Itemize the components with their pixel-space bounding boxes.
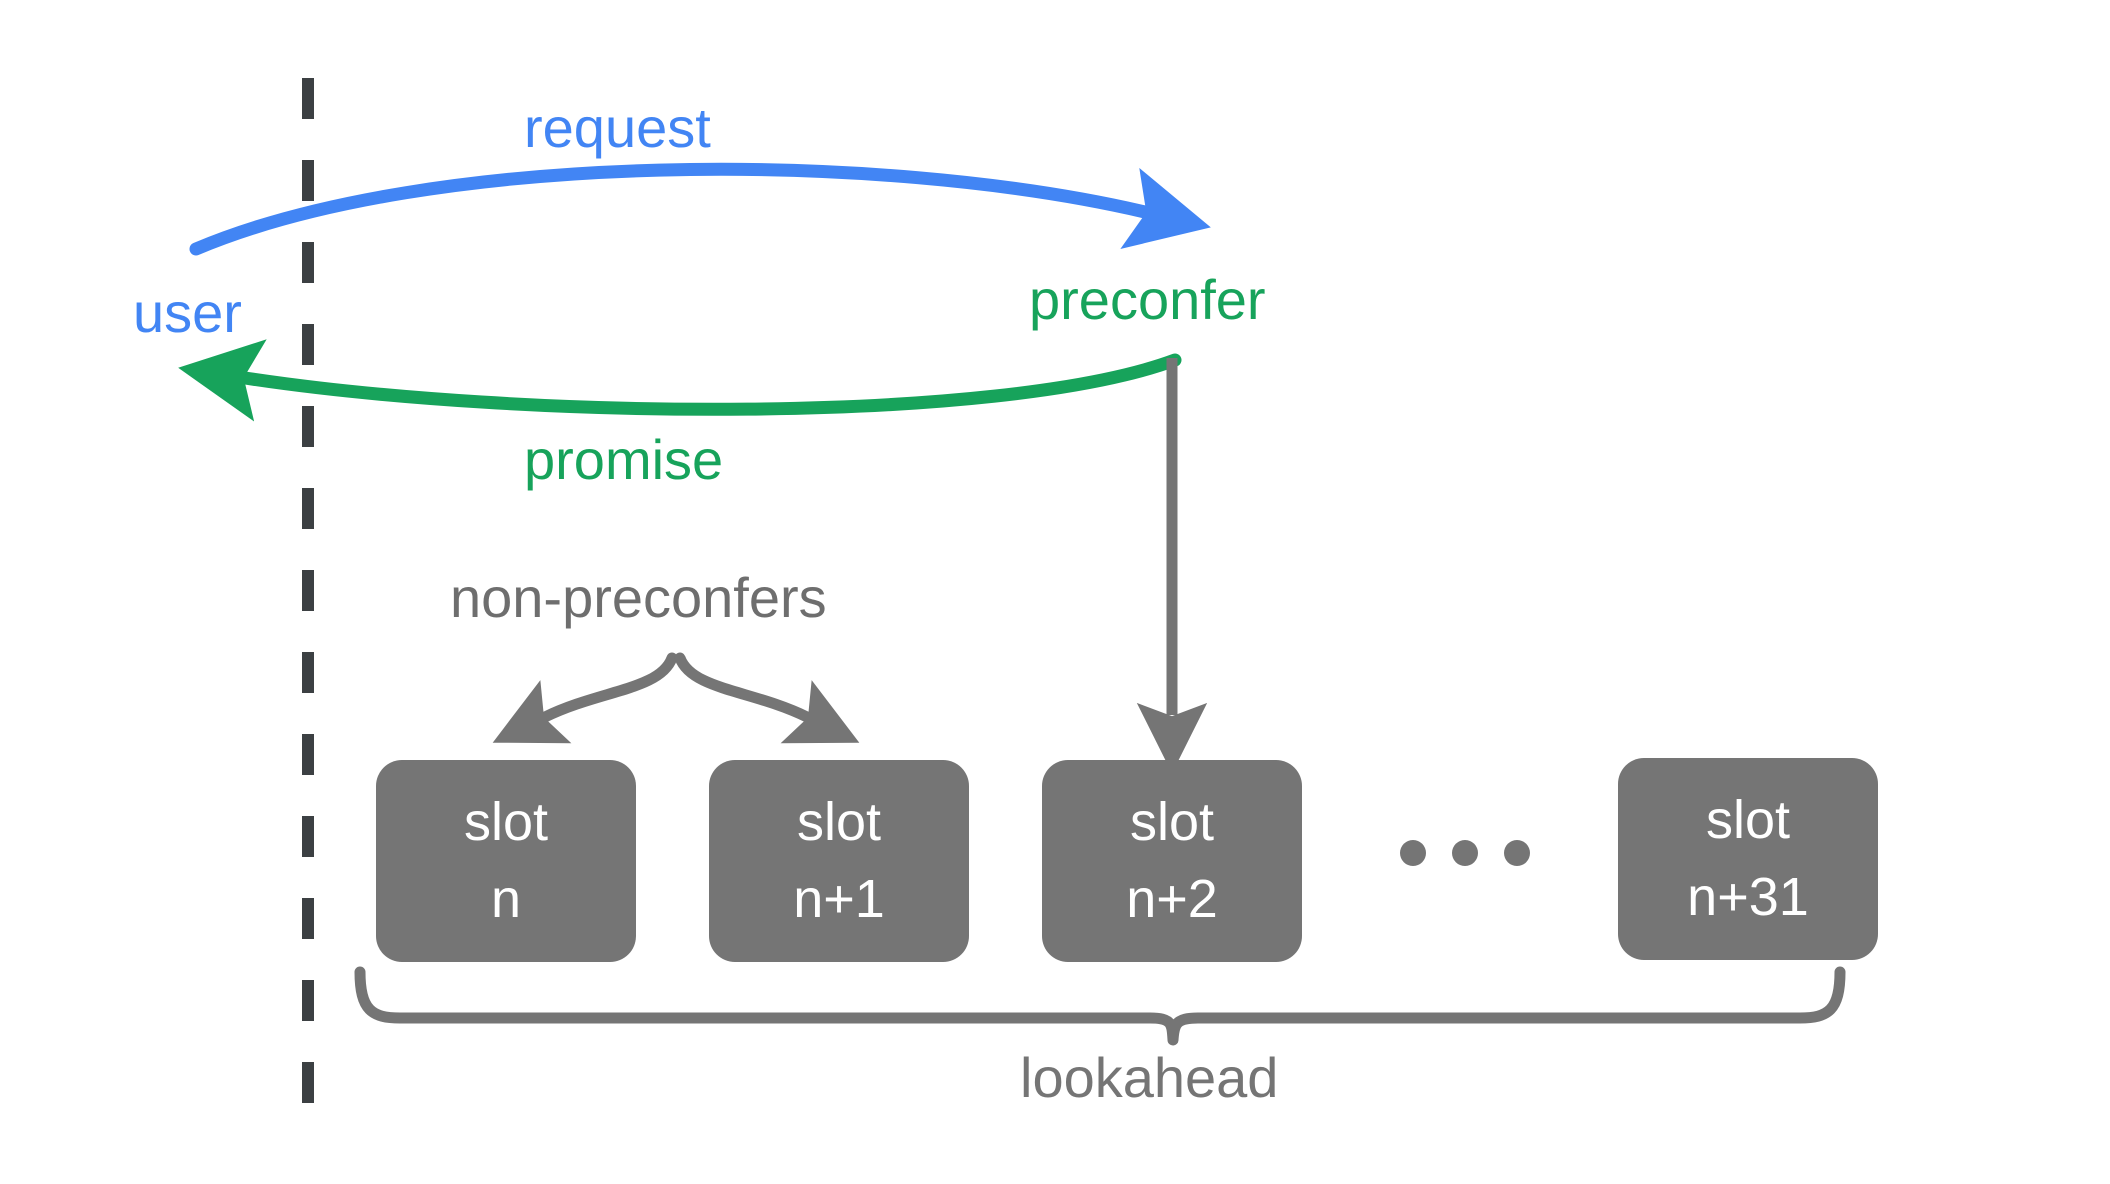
promise-arrow (178, 339, 1182, 422)
slots-ellipsis-icon (1400, 838, 1530, 868)
actor-label-user: user (133, 281, 242, 344)
slot-box-n: slot n (376, 760, 636, 962)
slot-box-n-line2: n (490, 869, 522, 929)
message-label-promise: promise (524, 428, 724, 491)
slot-box-n-plus-31-line1: slot (1705, 790, 1791, 851)
message-label-request: request (524, 96, 711, 159)
slot-box-n-plus-2-line2: n+2 (1126, 869, 1218, 929)
slot-box-n-plus-1: slot n+1 (709, 760, 969, 962)
slot-box-n-line1: slot (463, 792, 549, 853)
non-preconfers-left-arrow (492, 652, 678, 744)
slot-box-n-plus-31-line2: n+31 (1687, 867, 1809, 927)
annotation-label-non-preconfers: non-preconfers (450, 566, 827, 629)
lookahead-brace (354, 966, 1846, 1046)
slot-box-n-plus-31: slot n+31 (1618, 758, 1878, 960)
request-arrow (189, 162, 1211, 256)
ellipsis-dot (1504, 840, 1530, 866)
ellipsis-dot (1400, 840, 1426, 866)
non-preconfers-right-arrow (674, 652, 860, 744)
slot-box-n-plus-2-line1: slot (1129, 792, 1215, 853)
ellipsis-dot (1452, 840, 1478, 866)
slot-box-n-plus-2: slot n+2 (1042, 760, 1302, 962)
actor-label-preconfer: preconfer (1029, 268, 1266, 331)
slot-box-n-plus-1-line1: slot (796, 792, 882, 853)
slot-box-n-plus-1-line2: n+1 (793, 869, 885, 929)
annotation-label-lookahead: lookahead (1020, 1046, 1279, 1109)
